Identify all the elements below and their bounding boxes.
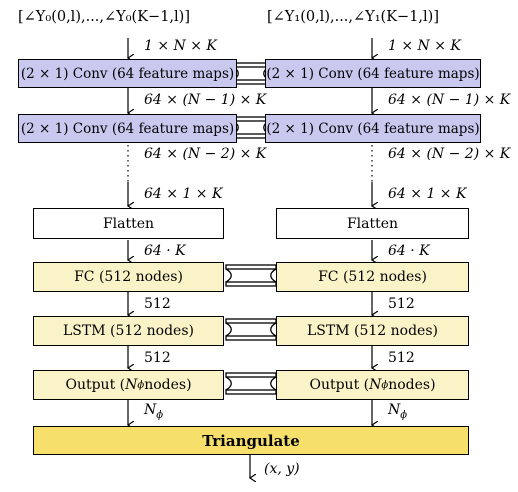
conv1-right-box: (2 × 1) Conv (64 feature maps) bbox=[265, 59, 481, 88]
conv1-left-box: (2 × 1) Conv (64 feature maps) bbox=[18, 59, 237, 88]
input-left-label: [∠Y₀(0,l),...,∠Y₀(K−1,l)] bbox=[18, 9, 190, 25]
dim-left-conv1: 64 × (N − 1) × K bbox=[144, 92, 267, 108]
conv2-left-box: (2 × 1) Conv (64 feature maps) bbox=[18, 114, 237, 143]
fc-left-box: FC (512 nodes) bbox=[33, 262, 224, 292]
final-output-label: (x, y) bbox=[264, 461, 300, 477]
dim-right-output: Nϕ bbox=[388, 402, 408, 421]
flatten-left-box: Flatten bbox=[33, 208, 224, 239]
triangulate-box: Triangulate bbox=[33, 426, 469, 455]
dim-right-input: 1 × N × K bbox=[388, 38, 461, 54]
input-right-label: [∠Y₁(0,l),...,∠Y₁(K−1,l)] bbox=[267, 9, 439, 25]
dim-left-input: 1 × N × K bbox=[144, 38, 217, 54]
weight-share-link-output bbox=[225, 372, 277, 395]
dim-right-fc: 512 bbox=[388, 296, 415, 312]
weight-share-link-conv1 bbox=[232, 62, 270, 85]
dim-right-conv2: 64 × (N − 2) × K bbox=[388, 146, 511, 162]
dim-right-convN: 64 × 1 × K bbox=[388, 186, 467, 202]
dim-right-lstm: 512 bbox=[388, 350, 415, 366]
fc-right-box: FC (512 nodes) bbox=[276, 262, 469, 292]
weight-share-link-fc bbox=[225, 264, 277, 287]
weight-share-link-conv2 bbox=[232, 116, 270, 139]
dim-right-conv1: 64 × (N − 1) × K bbox=[388, 92, 511, 108]
dim-left-lstm: 512 bbox=[144, 350, 171, 366]
dim-left-output: Nϕ bbox=[144, 402, 164, 421]
lstm-left-box: LSTM (512 nodes) bbox=[33, 316, 224, 346]
lstm-right-box: LSTM (512 nodes) bbox=[276, 316, 469, 346]
weight-share-link-lstm bbox=[225, 318, 277, 341]
flatten-right-box: Flatten bbox=[276, 208, 469, 239]
dim-left-convN: 64 × 1 × K bbox=[144, 186, 223, 202]
dim-right-flatten: 64 · K bbox=[388, 243, 430, 259]
conv2-right-box: (2 × 1) Conv (64 feature maps) bbox=[265, 114, 481, 143]
dim-left-flatten: 64 · K bbox=[144, 243, 186, 259]
dim-left-conv2: 64 × (N − 2) × K bbox=[144, 146, 267, 162]
dim-left-fc: 512 bbox=[144, 296, 171, 312]
